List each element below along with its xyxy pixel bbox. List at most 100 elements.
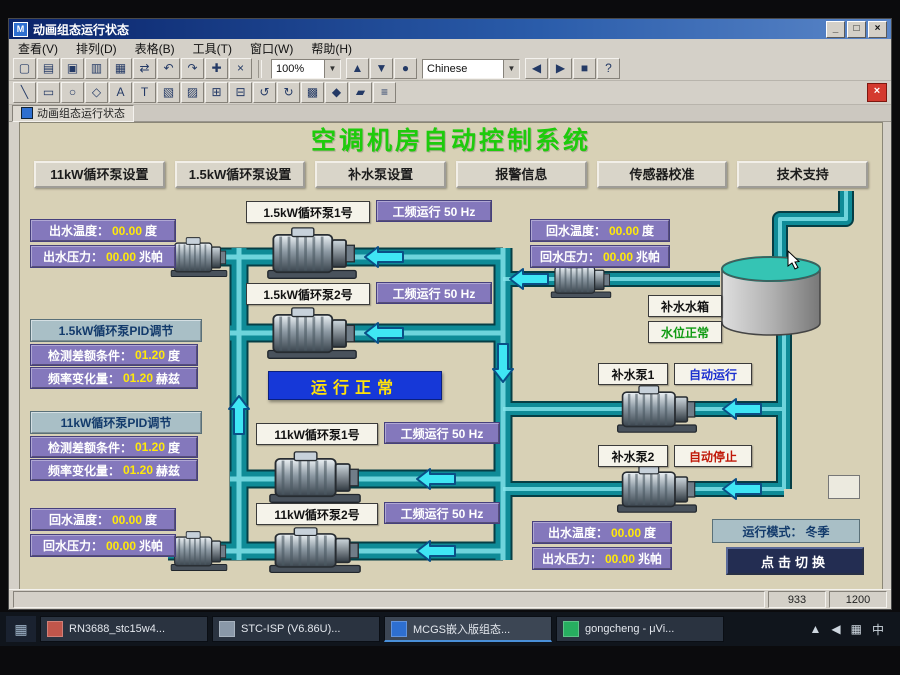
toolbar-icon[interactable]: ▥: [85, 58, 108, 79]
tray-network-icon[interactable]: ▦: [850, 622, 862, 636]
toolbar-icon[interactable]: T: [133, 82, 156, 103]
field-value: 00.00: [111, 512, 143, 527]
toolbar-icon[interactable]: ◆: [325, 82, 348, 103]
start-button[interactable]: ▦: [6, 616, 36, 642]
close-button[interactable]: ×: [868, 20, 887, 38]
toolbar-icon[interactable]: ▶: [549, 58, 572, 79]
toolbar-icon[interactable]: ↺: [253, 82, 276, 103]
makeup-water-tank-graphic[interactable]: [721, 256, 821, 336]
minimize-button[interactable]: _: [826, 20, 845, 38]
toolbar-icon[interactable]: ○: [61, 82, 84, 103]
language-select[interactable]: Chinese ▼: [422, 58, 520, 79]
toolbar-icon[interactable]: ●: [394, 58, 417, 79]
toolbar-icon[interactable]: ▼: [370, 58, 393, 79]
field-unit: 兆帕: [636, 250, 661, 264]
maximize-button[interactable]: □: [847, 20, 866, 38]
field-label: 出水温度：: [48, 224, 109, 238]
pump-1p5kw-2-graphic[interactable]: [266, 306, 358, 360]
toolbar-icon[interactable]: ▲: [346, 58, 369, 79]
toolbar-icon[interactable]: A: [109, 82, 132, 103]
chevron-down-icon[interactable]: ▼: [324, 59, 340, 78]
toolbar-icon[interactable]: ↶: [157, 58, 180, 79]
mode-switch-button[interactable]: 点击切换: [726, 547, 864, 575]
field-value: 00.00: [111, 223, 143, 238]
nav-alarm-info-button[interactable]: 报警信息: [456, 161, 587, 188]
taskbar-item-active[interactable]: MCGS嵌入版组态...: [384, 616, 552, 642]
toolbar-icon[interactable]: ⊟: [229, 82, 252, 103]
field-label: 出水压力：: [541, 552, 602, 566]
window-titlebar[interactable]: M 动画组态运行状态 _ □ ×: [9, 19, 891, 39]
toolbar-icon[interactable]: ▨: [181, 82, 204, 103]
field-label: 回水压力：: [42, 539, 103, 553]
nav-makeup-pump-settings-button[interactable]: 补水泵设置: [315, 161, 447, 188]
pump-11kw-1-graphic[interactable]: [268, 450, 362, 504]
makeup-pump-1-graphic[interactable]: [616, 384, 698, 434]
mdi-window-tab[interactable]: 动画组态运行状态: [12, 104, 134, 122]
run-mode-display: 运行模式：冬季: [712, 519, 860, 543]
toolbar-icon[interactable]: ■: [573, 58, 596, 79]
menu-window[interactable]: 窗口(W): [250, 41, 294, 56]
toolbar-icon[interactable]: ▢: [13, 58, 36, 79]
toolbar-icon[interactable]: ╲: [13, 82, 36, 103]
toolbar-icon[interactable]: ✚: [205, 58, 228, 79]
toolbar-icon[interactable]: ≡: [373, 82, 396, 103]
makeup-tank-label: 补水水箱: [648, 295, 722, 317]
task-icon: [563, 621, 579, 637]
tray-volume-icon[interactable]: ◀: [831, 622, 841, 636]
toolbar-icon[interactable]: ×: [229, 58, 252, 79]
field-value: 冬季: [805, 524, 830, 539]
makeup-pump-2-graphic[interactable]: [616, 464, 698, 514]
toolbar-icon[interactable]: ◀: [525, 58, 548, 79]
nav-tech-support-button[interactable]: 技术支持: [737, 161, 869, 188]
toolbar-icon[interactable]: ⊞: [205, 82, 228, 103]
toolbar-icon[interactable]: ◇: [85, 82, 108, 103]
nav-1p5kw-pump-settings-button[interactable]: 1.5kW循环泵设置: [174, 161, 306, 188]
field-unit: 赫兹: [156, 463, 181, 478]
status-bar: 933 1200: [9, 589, 891, 609]
toolbar-icon[interactable]: ⇄: [133, 58, 156, 79]
tray-chevron-icon[interactable]: ▲: [809, 622, 822, 636]
makeup-pump-2-label: 补水泵2: [598, 445, 668, 467]
chevron-down-icon[interactable]: ▼: [503, 59, 519, 78]
taskbar-item[interactable]: RN3688_stc15w4...: [40, 616, 208, 642]
pump-11kw-2-graphic[interactable]: [268, 526, 362, 573]
nav-sensor-calibration-button[interactable]: 传感器校准: [596, 161, 728, 188]
field-unit: 度: [644, 526, 657, 540]
pid-11kw-header: 11kW循环泵PID调节: [30, 411, 202, 434]
menu-help[interactable]: 帮助(H): [311, 41, 352, 56]
pump-11kw-2-label: 11kW循环泵2号: [256, 503, 378, 525]
pid-1p5kw-header: 1.5kW循环泵PID调节: [30, 319, 202, 342]
tray-ime-icon[interactable]: 中: [871, 622, 884, 637]
taskbar-item[interactable]: gongcheng - μVi...: [556, 616, 724, 642]
field-value: 00.00: [105, 538, 137, 553]
toolbar-icon[interactable]: ▣: [61, 58, 84, 79]
menu-tools[interactable]: 工具(T): [192, 41, 232, 56]
menu-view[interactable]: 查看(V): [18, 41, 58, 56]
toolbar-icon[interactable]: ▤: [37, 58, 60, 79]
task-label: RN3688_stc15w4...: [69, 623, 165, 635]
makeup-pump-2-status: 自动停止: [674, 445, 752, 467]
zoom-select[interactable]: 100% ▼: [271, 58, 341, 79]
toolbar-icon[interactable]: ▧: [157, 82, 180, 103]
toolbar-icon[interactable]: ▰: [349, 82, 372, 103]
toolbar-icon[interactable]: ▭: [37, 82, 60, 103]
pump-1p5kw-1-graphic[interactable]: [266, 226, 358, 280]
taskbar-item[interactable]: STC-ISP (V6.86U)...: [212, 616, 380, 642]
toolbar-icon[interactable]: ↷: [181, 58, 204, 79]
close-document-button[interactable]: ×: [867, 83, 887, 102]
nav-11kw-pump-settings-button[interactable]: 11kW循环泵设置: [34, 161, 165, 188]
toolbar-icon[interactable]: ?: [597, 58, 620, 79]
field-value: 01.20: [134, 348, 166, 362]
menu-arrange[interactable]: 排列(D): [76, 41, 117, 56]
toolbar-icon[interactable]: ↻: [277, 82, 300, 103]
toolbar-icon[interactable]: ▦: [109, 58, 132, 79]
water-level-status: 水位正常: [648, 321, 722, 343]
menu-table[interactable]: 表格(B): [134, 41, 175, 56]
toolbar-icon[interactable]: ▩: [301, 82, 324, 103]
status-message: [13, 591, 765, 608]
task-icon: [219, 621, 235, 637]
